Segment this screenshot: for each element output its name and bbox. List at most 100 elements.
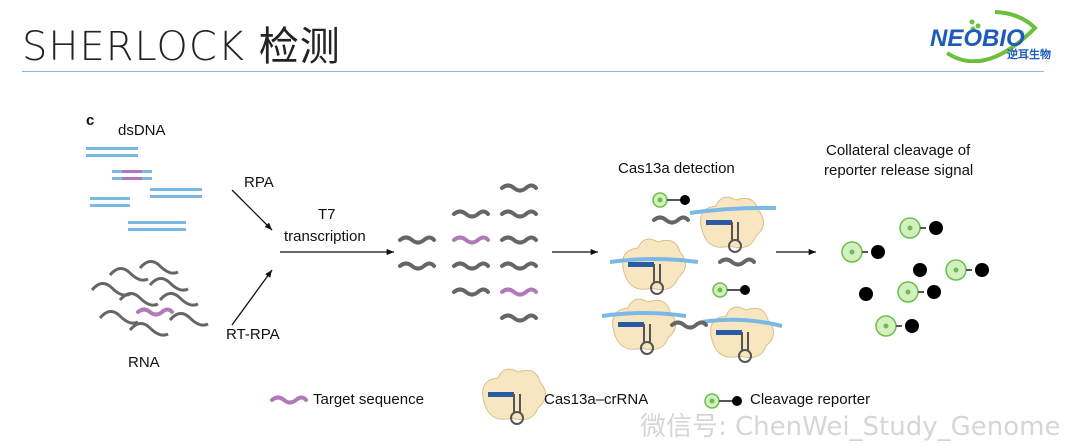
legend-cas13a-crrna: Cas13a–crRNA [544,391,649,408]
crrna-loop [640,341,654,355]
crrna-loop [650,281,664,295]
reporter-dot [849,249,855,255]
target-rna [452,235,490,245]
rna-strand [148,277,189,292]
svg-text:逆耳生物: 逆耳生物 [1007,47,1051,61]
crrna-loop [728,239,742,253]
target-rna [136,307,174,317]
rna-squiggle [452,287,490,297]
rna-strand [98,310,139,325]
rna-strand [108,267,149,282]
rna-squiggle [500,261,538,271]
crrna-stem [653,264,661,282]
crrna-stem [741,332,749,350]
arrow-head [264,222,272,230]
crrna [716,330,742,335]
reporter-dot [905,289,911,295]
arrow-head [265,270,272,278]
crrna-loop [510,411,524,425]
arrow-head [386,248,394,256]
reporter-dot [883,323,889,329]
dna-strand [150,195,202,198]
title-divider [22,71,1044,72]
rna-squiggle [500,183,538,193]
rna-strand [90,282,131,297]
rna-squiggle [452,261,490,271]
arrow-line [231,189,273,231]
rna-squiggle [670,320,708,330]
rna-squiggle [500,313,538,323]
dna-strand [90,204,130,207]
label-collateral-1: Collateral cleavage of [826,142,971,159]
panel-label: c [86,112,95,129]
dna-strand [128,221,186,224]
label-rpa: RPA [244,174,274,191]
label-rt-rpa: RT-RPA [226,326,280,343]
rna-squiggle [718,257,756,267]
quencher [927,285,941,299]
quencher [975,263,989,277]
rna-squiggle [452,209,490,219]
arrow-line [231,269,273,326]
crrna-stem [643,324,651,342]
rna-strand [128,322,169,337]
dna-strand [128,228,186,231]
target-rna-bound [701,317,783,328]
label-dsdna: dsDNA [118,122,166,139]
label-transcription: transcription [284,228,366,245]
crrna [618,322,644,327]
target-region [122,177,142,180]
rna-strand [158,292,199,307]
target-rna-bound [609,257,699,264]
crrna [488,392,514,397]
page-title: SHERLOCK 检测 [22,24,341,70]
crrna [706,220,732,225]
rna-strand [138,260,179,275]
legend-cleavage-reporter: Cleavage reporter [750,391,871,408]
watermark: 微信号: ChenWei_Study_Genome [640,412,1061,442]
svg-text:NEOBIO: NEOBIO [930,25,1025,52]
rna-squiggle [398,261,436,271]
quencher [929,221,943,235]
quencher [859,287,873,301]
label-rna: RNA [128,354,160,371]
dna-strand [150,188,202,191]
crrna-stem [513,394,521,412]
crrna-loop [738,349,752,363]
label-cas13a-detection: Cas13a detection [618,160,735,177]
neobio-logo: NEOBIO 逆耳生物 [925,8,1065,63]
rna-strand [168,312,209,327]
legend-target-sequence: Target sequence [313,391,424,408]
dna-strand [86,147,138,150]
quencher [905,319,919,333]
reporter-dot [907,225,913,231]
arrow-head [808,248,816,256]
arrow-head [590,248,598,256]
quencher [913,263,927,277]
legend-target-icon [270,395,308,405]
reporter-dot [657,197,663,203]
reporter-dot [709,398,715,404]
target-rna-bound [601,311,687,318]
quencher [732,396,742,406]
target-rna-bound [689,205,777,215]
rna-strand [118,292,159,307]
target-rna [500,287,538,297]
rna-squiggle [652,215,690,225]
label-collateral-2: reporter release signal [824,162,974,179]
reporter-dot [717,287,723,293]
target-region [122,170,142,173]
crrna-stem [731,222,739,240]
quencher [740,285,750,295]
reporter-dot [953,267,959,273]
rna-squiggle [500,209,538,219]
rna-squiggle [398,235,436,245]
crrna [628,262,654,267]
label-t7: T7 [318,206,336,223]
rna-squiggle [500,235,538,245]
quencher [871,245,885,259]
dna-strand [90,197,130,200]
dna-strand [86,154,138,157]
